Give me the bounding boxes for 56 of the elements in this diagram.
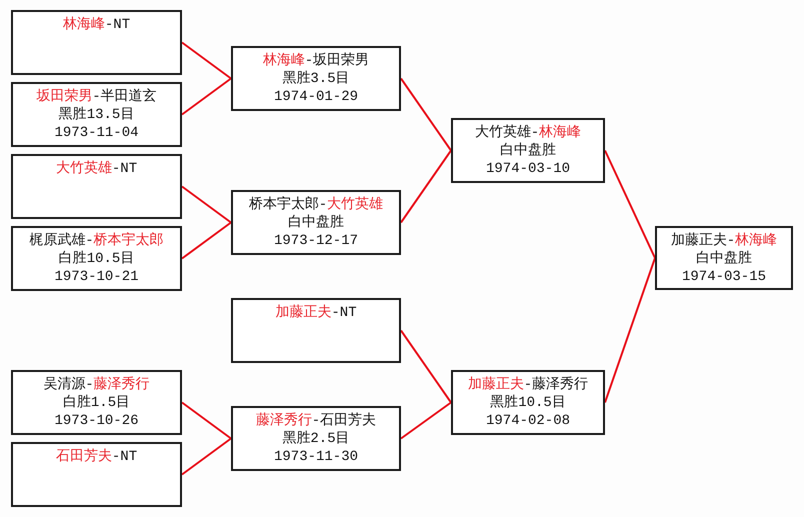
matchup-text: 吴清源-藤泽秀行 — [43, 376, 150, 394]
date-text: 1973-12-17 — [274, 232, 358, 250]
date-text: 1973-11-30 — [274, 448, 358, 466]
date-text: 1973-10-26 — [54, 412, 138, 430]
matchup-text: 林海峰-坂田荣男 — [262, 52, 370, 70]
bracket-line — [181, 78, 232, 116]
bracket-box — [11, 226, 182, 291]
result-text: 白胜10.5目 — [58, 250, 134, 268]
matchup-text: 林海峰-NT — [62, 16, 130, 34]
matchup-text: 藤泽秀行-石田芳夫 — [256, 412, 376, 430]
matchup-text: 加藤正夫-NT — [275, 304, 357, 322]
bracket-line — [400, 402, 452, 440]
result-text: 黑胜10.5目 — [490, 394, 566, 412]
matchup-text: 梶原武雄-桥本宇太郎 — [29, 232, 164, 250]
bracket-box — [231, 298, 401, 363]
result-text: 白胜1.5目 — [62, 394, 130, 412]
bracket-line — [400, 150, 452, 224]
bracket-line — [604, 258, 656, 403]
matchup-text: 大竹英雄-林海峰 — [474, 124, 582, 142]
matchup-text: 桥本宇太郎-大竹英雄 — [248, 196, 384, 214]
bracket-box — [655, 226, 793, 290]
bracket-line — [181, 402, 232, 440]
bracket-box — [231, 46, 401, 111]
result-text: 白中盘胜 — [288, 214, 344, 232]
bracket-box — [11, 10, 182, 75]
result-text: 黑胜2.5目 — [282, 430, 350, 448]
bracket-line — [181, 186, 232, 224]
bracket-box — [11, 442, 182, 507]
matchup-text: 石田芳夫-NT — [56, 448, 138, 466]
result-text: 白中盘胜 — [696, 250, 752, 268]
bracket-line — [181, 222, 232, 260]
result-text: 白中盘胜 — [500, 142, 556, 160]
matchup-text: 加藤正夫-林海峰 — [670, 232, 778, 250]
bracket-line — [181, 42, 232, 80]
date-text: 1973-10-21 — [54, 268, 138, 286]
bracket-line — [181, 438, 232, 476]
bracket-box — [11, 154, 182, 219]
date-text: 1974-03-15 — [682, 268, 766, 286]
bracket-line — [400, 330, 452, 404]
result-text: 黑胜13.5目 — [58, 106, 134, 124]
bracket-line — [400, 78, 452, 152]
date-text: 1973-11-04 — [54, 124, 138, 142]
bracket-line — [604, 150, 656, 258]
bracket-box — [451, 370, 605, 435]
date-text: 1974-02-08 — [486, 412, 570, 430]
date-text: 1974-01-29 — [274, 88, 358, 106]
bracket-box — [11, 82, 182, 147]
matchup-text: 大竹英雄-NT — [56, 160, 138, 178]
matchup-text: 加藤正夫-藤泽秀行 — [468, 376, 588, 394]
date-text: 1974-03-10 — [486, 160, 570, 178]
matchup-text: 坂田荣男-半田道玄 — [36, 88, 157, 106]
bracket-box — [11, 370, 182, 435]
bracket-box — [451, 118, 605, 183]
bracket-box — [231, 406, 401, 471]
result-text: 黑胜3.5目 — [282, 70, 350, 88]
bracket-box — [231, 190, 401, 255]
